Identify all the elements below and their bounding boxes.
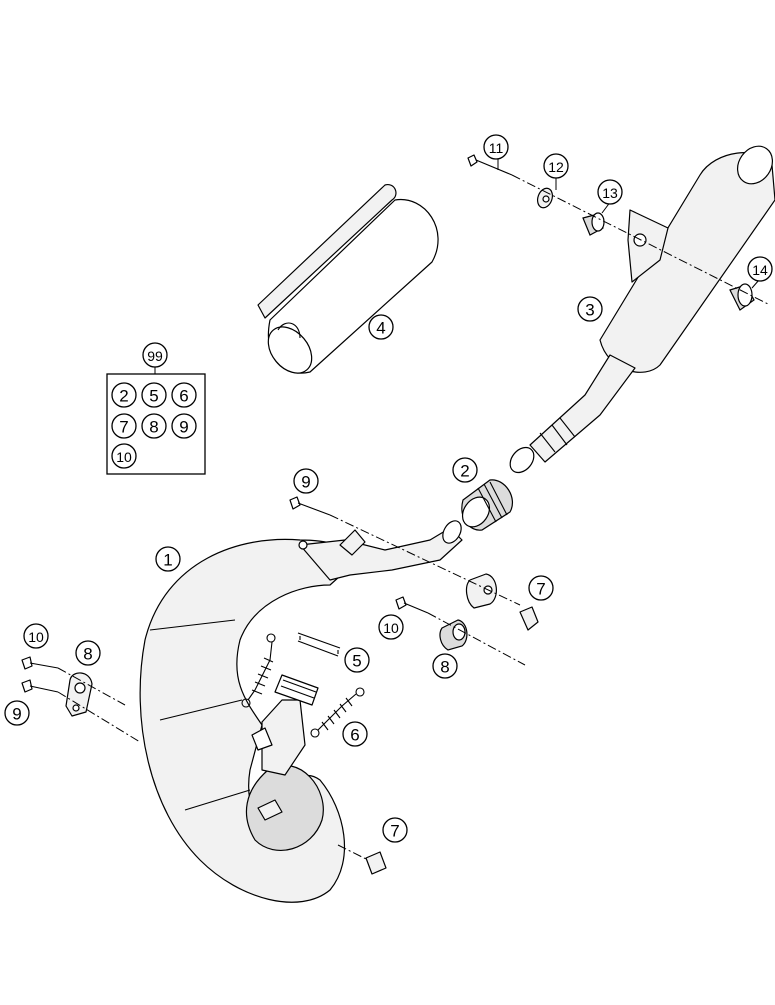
springs-part-5 bbox=[241, 632, 341, 708]
kit-item-label: 9 bbox=[179, 418, 188, 437]
callout-label: 14 bbox=[752, 262, 768, 278]
kit-item-label: 6 bbox=[179, 387, 188, 406]
callout-8-right: 8 bbox=[432, 653, 458, 679]
callout-9-upper: 9 bbox=[293, 468, 319, 494]
callout-label: 8 bbox=[440, 658, 449, 677]
kit-item: 9 bbox=[171, 413, 197, 439]
callout-7-lower: 7 bbox=[382, 817, 408, 843]
callout-label: 5 bbox=[352, 652, 361, 671]
kit-item: 5 bbox=[141, 382, 167, 408]
callout-6: 6 bbox=[342, 721, 368, 747]
callout-10-right: 10 bbox=[378, 614, 404, 640]
callout-10-left: 10 bbox=[23, 623, 49, 649]
callout-label: 12 bbox=[548, 159, 564, 175]
hardware bbox=[21, 154, 755, 875]
kit-label-callout: 99 bbox=[142, 342, 168, 368]
callout-label: 3 bbox=[585, 301, 594, 320]
callout-13: 13 bbox=[597, 179, 623, 205]
callout-label: 8 bbox=[83, 645, 92, 664]
kit-item-label: 2 bbox=[119, 387, 128, 406]
callout-label: 11 bbox=[489, 140, 504, 156]
expansion-chamber bbox=[139, 520, 463, 903]
callout-label: 7 bbox=[390, 822, 399, 841]
callout-label: 4 bbox=[376, 319, 385, 338]
kit-item: 10 bbox=[111, 443, 137, 469]
callout-8-left: 8 bbox=[75, 640, 101, 666]
callout-9-left: 9 bbox=[4, 700, 30, 726]
callout-12: 12 bbox=[543, 153, 569, 179]
callout-label: 1 bbox=[163, 551, 172, 570]
kit-item-label: 5 bbox=[149, 387, 158, 406]
kit-label: 99 bbox=[147, 348, 163, 364]
heat-sleeve bbox=[257, 183, 439, 374]
callout-11: 11 bbox=[483, 134, 509, 160]
kit-item-label: 8 bbox=[149, 418, 158, 437]
silencer bbox=[509, 145, 775, 474]
service-kit-box: 99 2 5 6 7 8 9 10 bbox=[106, 342, 206, 475]
kit-item: 2 bbox=[111, 382, 137, 408]
kit-item: 7 bbox=[111, 413, 137, 439]
callout-4: 4 bbox=[368, 314, 394, 340]
spring-part-6 bbox=[251, 687, 365, 751]
callout-7-upper: 7 bbox=[528, 575, 554, 601]
callout-label: 13 bbox=[602, 185, 618, 201]
callout-label: 7 bbox=[536, 580, 545, 599]
kit-item: 6 bbox=[171, 382, 197, 408]
callout-label: 10 bbox=[28, 629, 44, 645]
exhaust-gasket bbox=[461, 479, 513, 531]
callout-14: 14 bbox=[747, 256, 773, 282]
callout-label: 10 bbox=[383, 620, 399, 636]
callout-3: 3 bbox=[577, 296, 603, 322]
kit-item-label: 7 bbox=[119, 418, 128, 437]
kit-item-label: 10 bbox=[116, 449, 132, 465]
callout-label: 6 bbox=[350, 726, 359, 745]
assembly-lines bbox=[57, 156, 771, 861]
callout-label: 9 bbox=[301, 473, 310, 492]
callout-1: 1 bbox=[155, 546, 181, 572]
callout-5: 5 bbox=[344, 647, 370, 673]
callout-label: 2 bbox=[460, 462, 469, 481]
kit-item: 8 bbox=[141, 413, 167, 439]
callout-label: 9 bbox=[12, 705, 21, 724]
callout-2: 2 bbox=[452, 457, 478, 483]
